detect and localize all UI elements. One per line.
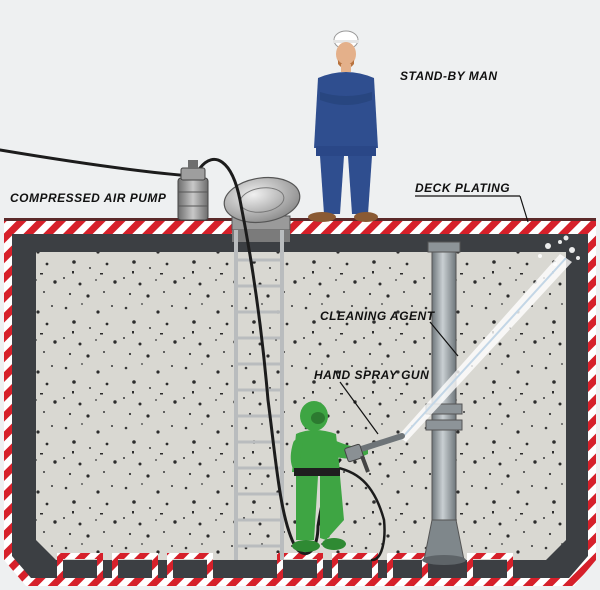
air-pump-icon — [177, 160, 209, 221]
label-cleaning-agent: CLEANING AGENT — [320, 309, 436, 323]
label-standby-man: STAND-BY MAN — [400, 69, 498, 83]
label-hand-spray-gun: HAND SPRAY GUN — [314, 368, 429, 382]
tank-floor-frames — [57, 553, 513, 580]
label-compressed-air-pump: COMPRESSED AIR PUMP — [10, 191, 167, 205]
air-hose — [0, 148, 386, 562]
spray-gun-icon — [344, 433, 405, 473]
worker-protective-suit-icon — [290, 401, 368, 552]
worker-standby-icon — [308, 30, 378, 222]
spray-jet — [398, 235, 580, 442]
deck-plating — [4, 218, 596, 230]
label-deck-plating: DECK PLATING — [415, 181, 510, 195]
leader-lines — [339, 195, 529, 435]
